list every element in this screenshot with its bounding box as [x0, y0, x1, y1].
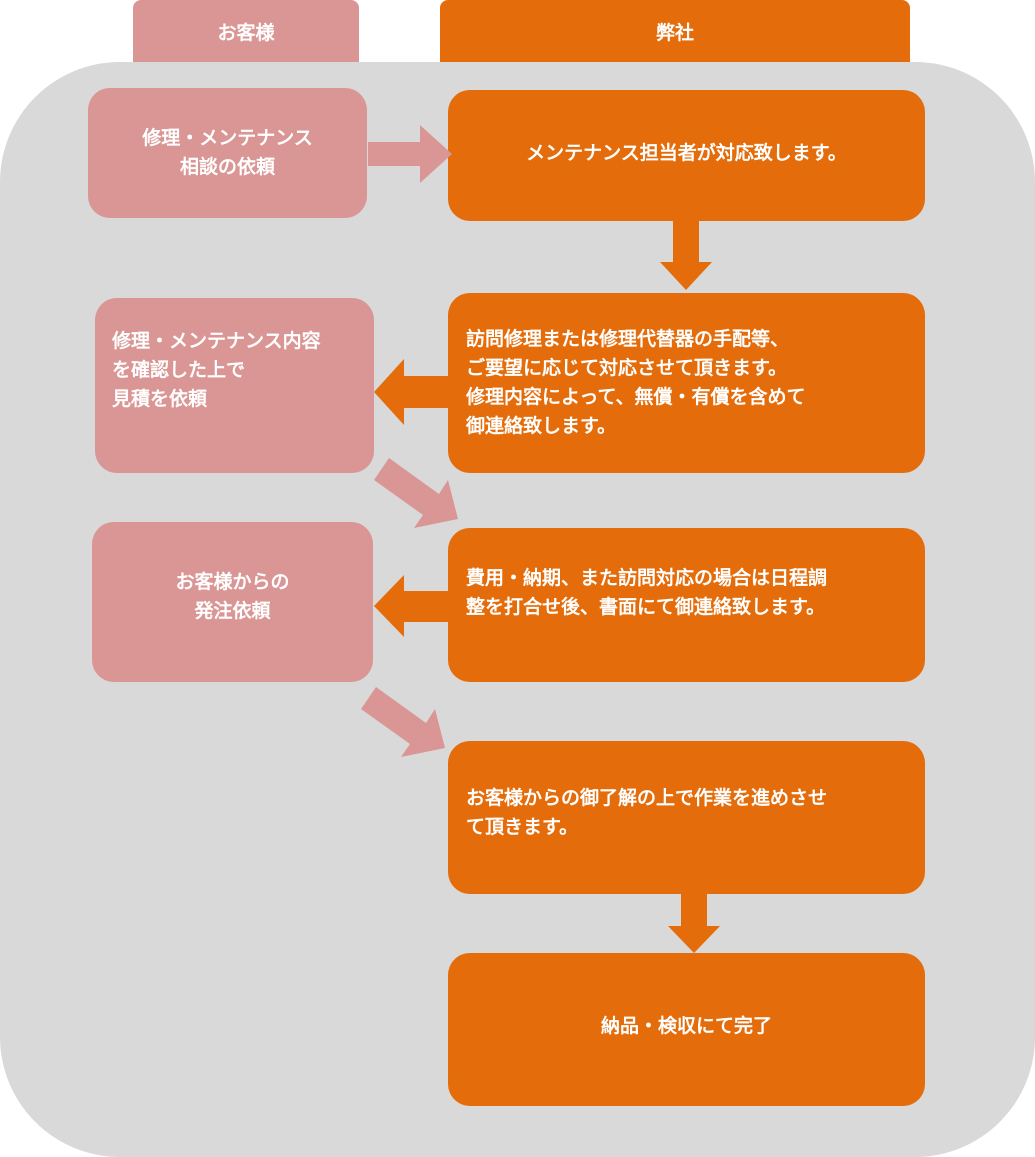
- customer-column-header: お客様: [133, 0, 359, 62]
- company-step-quote: 費用・納期、また訪問対応の場合は日程調 整を打合せ後、書面にて御連絡致します。: [448, 528, 925, 682]
- company-column-header: 弊社: [440, 0, 910, 62]
- customer-step-request-text: 修理・メンテナンス 相談の依頼: [142, 127, 313, 178]
- company-step-arrange: 訪問修理または修理代替器の手配等、 ご要望に応じて対応させて頂きます。 修理内容…: [448, 293, 925, 473]
- company-step-quote-text: 費用・納期、また訪問対応の場合は日程調 整を打合せ後、書面にて御連絡致します。: [466, 567, 828, 618]
- customer-step-estimate-text: 修理・メンテナンス内容 を確認した上で 見積を依頼: [112, 330, 321, 410]
- customer-step-order: お客様からの 発注依頼: [92, 522, 373, 682]
- company-step-complete-text: 納品・検収にて完了: [600, 1015, 772, 1037]
- customer-step-request: 修理・メンテナンス 相談の依頼: [88, 88, 367, 218]
- company-step-work: お客様からの御了解の上で作業を進めさせ て頂きます。: [448, 741, 925, 894]
- company-step-complete: 納品・検収にて完了: [448, 953, 925, 1106]
- company-step-arrange-text: 訪問修理または修理代替器の手配等、 ご要望に応じて対応させて頂きます。 修理内容…: [466, 328, 806, 437]
- company-step-respond-text: メンテナンス担当者が対応致します。: [526, 142, 847, 164]
- customer-step-order-text: お客様からの 発注依頼: [175, 571, 290, 622]
- company-step-respond: メンテナンス担当者が対応致します。: [448, 90, 925, 221]
- customer-step-estimate: 修理・メンテナンス内容 を確認した上で 見積を依頼: [95, 298, 374, 473]
- company-step-work-text: お客様からの御了解の上で作業を進めさせ て頂きます。: [466, 786, 828, 838]
